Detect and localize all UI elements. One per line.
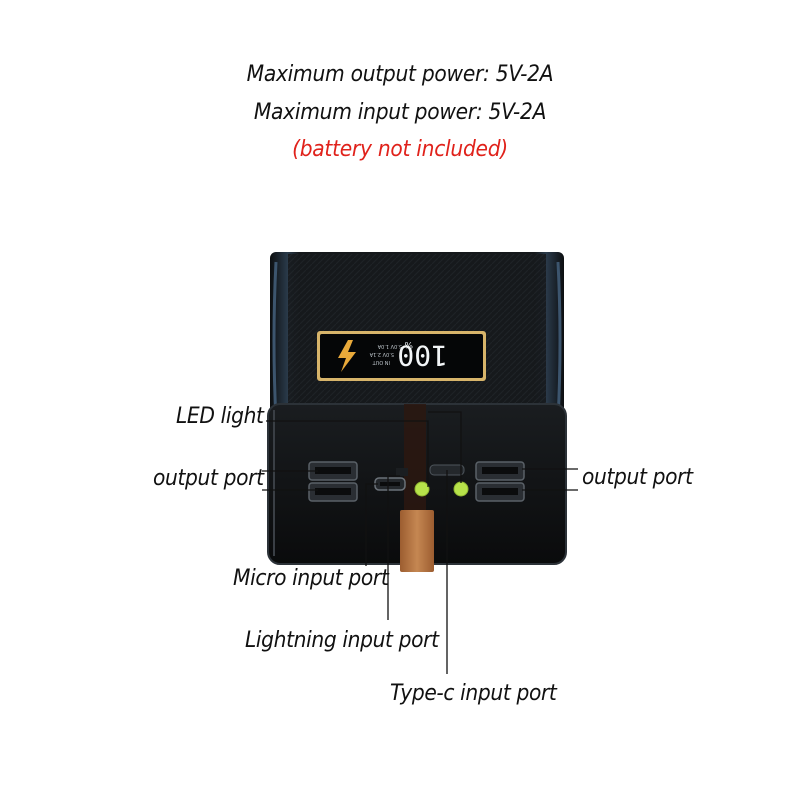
lightning-port xyxy=(396,468,408,476)
battery-note-text: (battery not included) xyxy=(292,137,508,162)
max-input-power-text: Maximum input power: 5V-2A xyxy=(253,100,547,125)
usb-port-right-bottom xyxy=(475,482,525,502)
display-percent: % xyxy=(404,339,413,349)
display-line3: IN OUT xyxy=(372,359,390,365)
label-type-c-input-port: Type-c input port xyxy=(390,681,557,706)
label-micro-input-port: Micro input port xyxy=(233,566,389,591)
micro-usb-port xyxy=(374,477,406,491)
label-lightning-input-port: Lightning input port xyxy=(245,628,439,653)
display-line1: 5.0V 1.0A xyxy=(377,343,402,349)
callout-lines xyxy=(262,411,578,674)
lightning-bolt-icon xyxy=(338,340,356,372)
led-right xyxy=(453,481,469,497)
label-output-port-right: output port xyxy=(582,465,693,490)
max-output-power-text: Maximum output power: 5V-2A xyxy=(246,62,554,87)
label-output-port-left: output port xyxy=(153,466,264,491)
display-line2: 5.0V 2.1A xyxy=(369,351,394,357)
lcd-display: 5.0V 1.0A 5.0V 2.1A IN OUT % 100 xyxy=(317,331,486,381)
usb-port-right-top xyxy=(475,461,525,481)
display-readout: 100 xyxy=(397,339,448,372)
led-left xyxy=(414,481,430,497)
label-led-light: LED light xyxy=(176,404,264,429)
usb-port-left-bottom xyxy=(308,482,358,502)
